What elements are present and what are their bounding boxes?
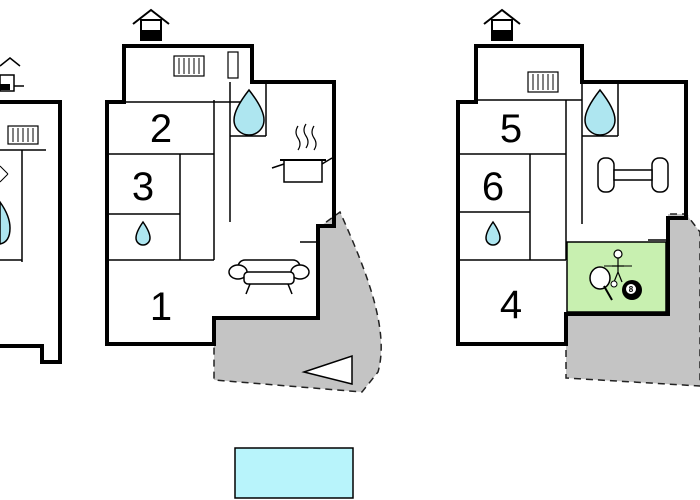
radiator-icon xyxy=(527,71,559,93)
terrace-middle xyxy=(213,210,382,393)
room-number-6: 6 xyxy=(482,165,504,209)
room-number-2: 2 xyxy=(150,107,172,151)
left-building xyxy=(0,57,62,364)
pool-icon xyxy=(234,447,354,499)
room-number-1: 1 xyxy=(150,285,172,329)
ping-pong-icon xyxy=(589,266,618,301)
water-drop-icon xyxy=(485,220,501,246)
water-drop-icon xyxy=(584,88,616,136)
house-icon xyxy=(132,8,170,41)
cooking-pot-icon xyxy=(271,123,333,183)
radiator-icon xyxy=(7,125,39,145)
sofa-icon xyxy=(228,259,310,295)
ball-number: 8 xyxy=(629,285,634,294)
middle-building: 2 3 1 xyxy=(105,8,382,393)
radiator-icon xyxy=(173,55,205,77)
water-drop-icon xyxy=(135,220,151,246)
house-icon xyxy=(483,8,521,41)
billiard-ball-icon: 8 xyxy=(622,280,642,300)
room-number-3: 3 xyxy=(132,165,154,209)
room-number-5: 5 xyxy=(500,107,522,151)
foosball-icon xyxy=(604,249,632,283)
dumbbell-icon xyxy=(597,157,669,193)
right-building: 8 5 6 4 xyxy=(456,8,700,387)
wall-fixture xyxy=(227,51,239,79)
water-drop-icon xyxy=(0,200,11,245)
water-drop-icon xyxy=(233,88,265,136)
cross-icon xyxy=(0,165,9,183)
house-icon xyxy=(0,57,24,92)
room-number-4: 4 xyxy=(500,283,522,327)
terrace-arrow-icon xyxy=(301,354,353,385)
terrace-right xyxy=(565,213,700,387)
